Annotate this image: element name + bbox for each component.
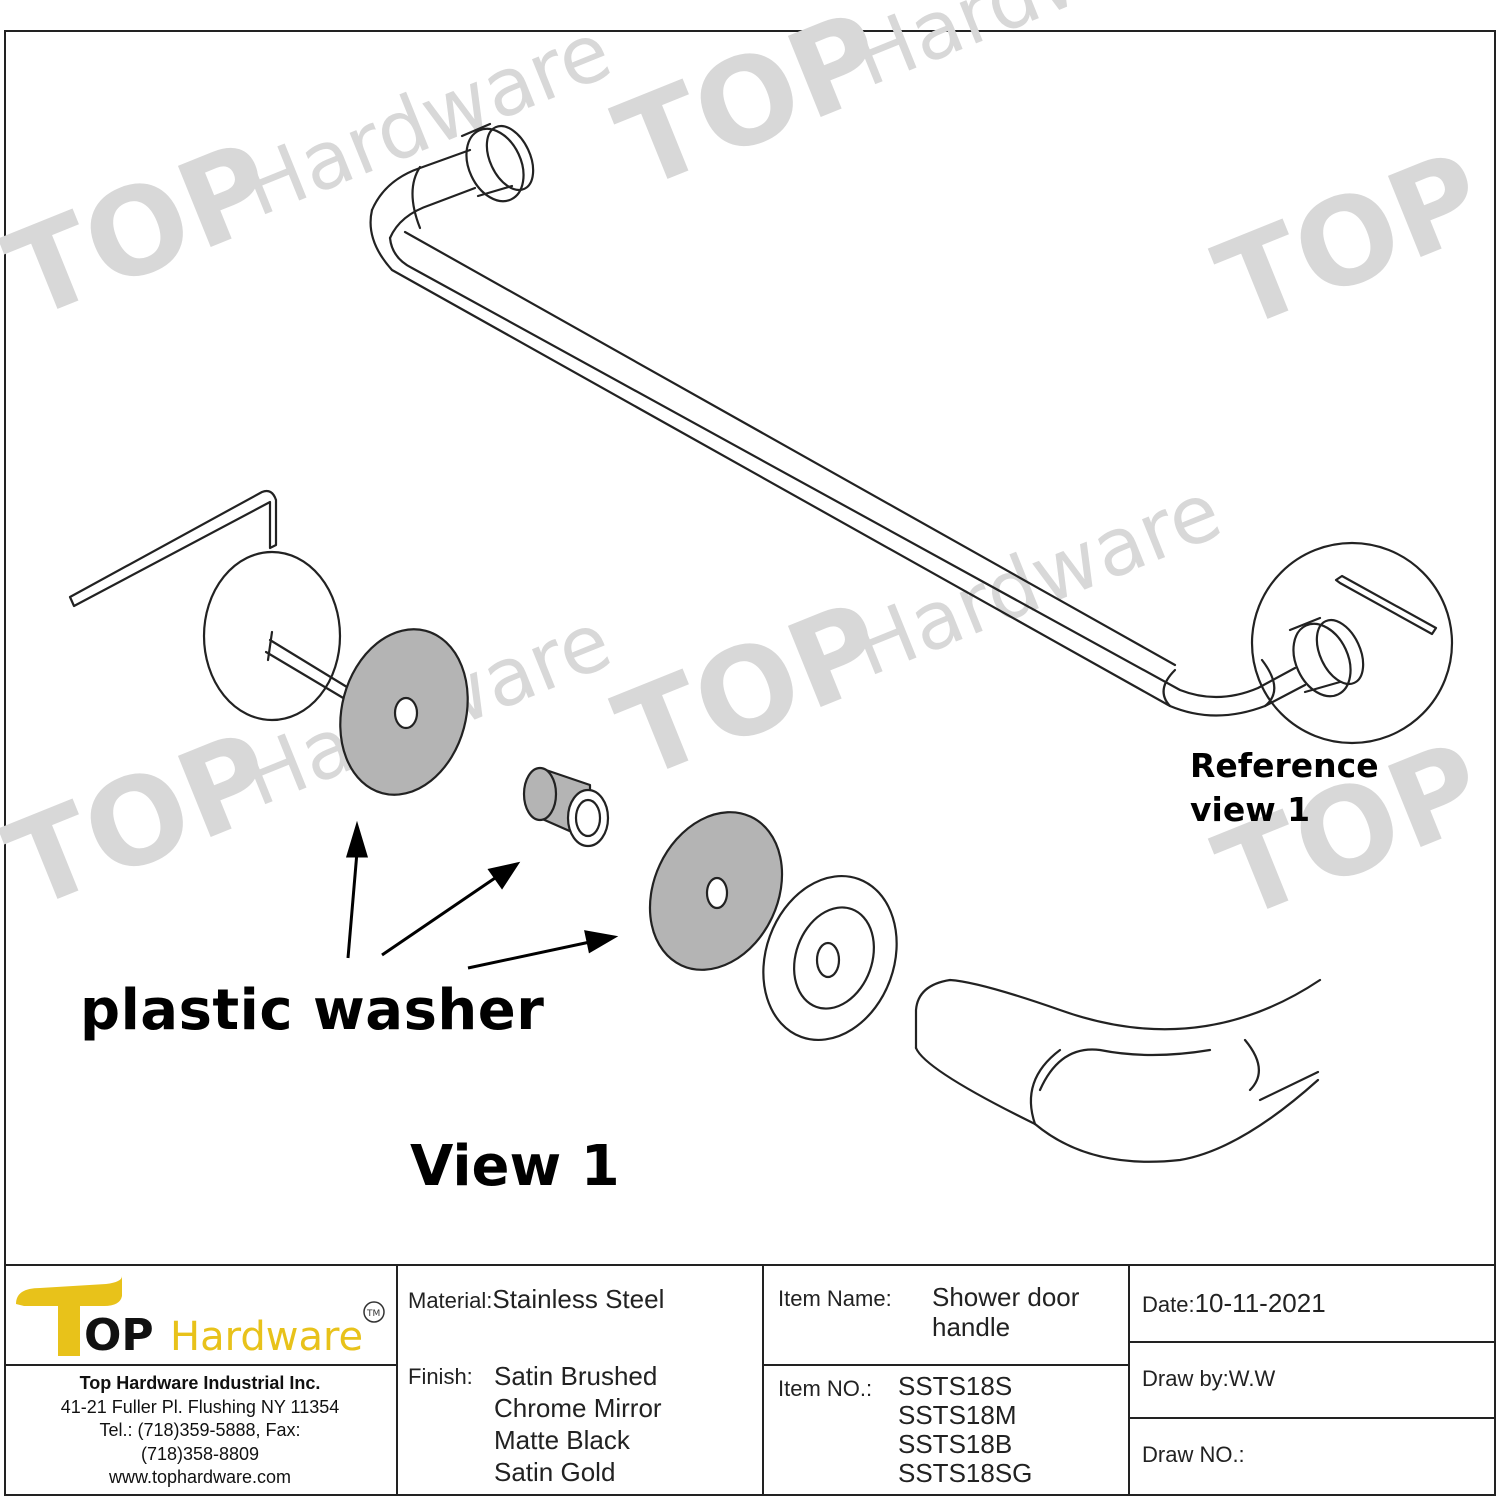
svg-text:TOP: TOP [1199, 126, 1500, 357]
svg-text:TM: TM [366, 1309, 380, 1319]
finish-item: Satin Gold [494, 1457, 616, 1487]
allen-key [68, 489, 278, 608]
item-no-list: SSTS18S SSTS18M SSTS18B SSTS18SG [898, 1372, 1124, 1488]
plastic-washer-label: plastic washer [80, 978, 545, 1043]
date-field: Date:10-11-2021 [1142, 1288, 1492, 1319]
watermark: TOP Hardware [599, 0, 1233, 217]
company-website: www.tophardware.com [108, 1467, 292, 1487]
item-name-value: Shower door handle [932, 1282, 1080, 1342]
plastic-sleeve [522, 766, 610, 848]
finish-item: Satin Brushed [494, 1361, 658, 1391]
divider [762, 1364, 1128, 1366]
divider [762, 1264, 764, 1496]
arrow [346, 851, 359, 959]
trademark-icon [363, 1301, 385, 1323]
finish-label: Finish: [408, 1364, 473, 1389]
svg-text:Hardware: Hardware [230, 4, 623, 235]
material-label: Material: [408, 1288, 493, 1313]
logo-hardware: Hardware [170, 1314, 363, 1360]
divider [1128, 1417, 1496, 1419]
watermark: TOP Hardware [599, 464, 1233, 807]
finish-item: Chrome Mirror [494, 1393, 662, 1423]
item-name-label: Item Name: [778, 1286, 892, 1311]
draw-by-label: Draw by: [1142, 1366, 1229, 1391]
title-block: OP Hardware TM Top Hardware Industrial I… [4, 1264, 1496, 1496]
company-info: Top Hardware Industrial Inc. 41-21 Fulle… [8, 1372, 392, 1490]
svg-text:Hardware: Hardware [840, 464, 1233, 695]
divider [1128, 1341, 1496, 1343]
logo-t-shape [16, 1276, 122, 1356]
company-logo: OP Hardware TM [10, 1270, 390, 1362]
handle-bar [369, 122, 1365, 717]
finish-item: Matte Black [494, 1425, 630, 1455]
company-address: 41-21 Fuller Pl. Flushing NY 11354 [60, 1396, 340, 1417]
date-label: Date: [1142, 1292, 1195, 1317]
item-no-label: Item NO.: [778, 1376, 873, 1401]
washer-hole [705, 876, 729, 910]
watermark: TOP Hardware [0, 4, 623, 347]
draw-by-value: W.W [1228, 1366, 1276, 1391]
item-no: SSTS18SG [898, 1458, 1033, 1488]
arrow [467, 940, 591, 970]
rosette-ring [762, 874, 898, 1042]
divider [4, 1264, 1496, 1266]
arrow [381, 874, 499, 957]
company-tel: Tel.: (718)359-5888, Fax: [99, 1420, 301, 1440]
reference-circle [1250, 541, 1454, 745]
arrows [345, 820, 619, 970]
watermark: TOP [1199, 126, 1500, 357]
material-value: Stainless Steel [492, 1284, 665, 1314]
watermark: TOP Hardware [0, 594, 623, 937]
svg-text:Hardware: Hardware [840, 0, 1233, 105]
company-name: Top Hardware Industrial Inc. [79, 1373, 321, 1393]
material-field: Material:Stainless Steel [408, 1284, 758, 1315]
draw-by-field: Draw by:W.W [1142, 1366, 1492, 1392]
divider [396, 1264, 398, 1496]
handle-detail [914, 978, 1322, 1163]
item-no: SSTS18B [898, 1429, 1013, 1459]
company-fax: (718)358-8809 [140, 1443, 260, 1464]
divider [1128, 1264, 1130, 1496]
item-no: SSTS18M [898, 1400, 1017, 1430]
divider [4, 1364, 396, 1366]
washer-hole [393, 696, 419, 730]
finish-list: Satin Brushed Chrome Mirror Matte Black … [494, 1360, 759, 1488]
reference-line-1: Reference [1190, 746, 1379, 785]
date-value: 10-11-2021 [1194, 1288, 1326, 1318]
logo-op: OP [84, 1310, 154, 1361]
mini-allen-key [1334, 574, 1438, 636]
item-no: SSTS18S [898, 1371, 1013, 1401]
drawing-frame [4, 30, 1496, 1496]
threaded-screw [264, 630, 362, 707]
view-1-label: View 1 [410, 1134, 620, 1199]
reference-view-label: Reference view 1 [1190, 744, 1379, 832]
rosette-plate [202, 550, 342, 722]
reference-line-2: view 1 [1190, 790, 1311, 829]
draw-no-label: Draw NO.: [1142, 1442, 1245, 1467]
